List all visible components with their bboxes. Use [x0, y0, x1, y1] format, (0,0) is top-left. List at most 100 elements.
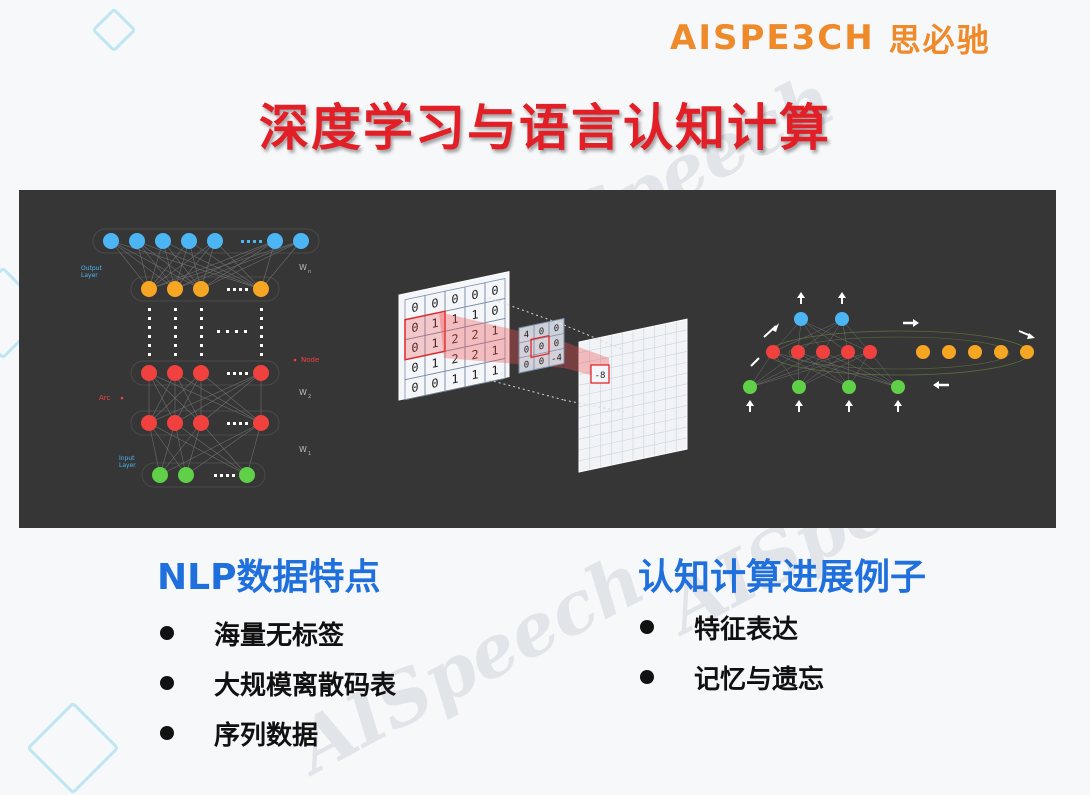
connection-line: [800, 319, 849, 353]
arrow-head-icon: [797, 292, 805, 298]
list-item: 序列数据: [160, 708, 396, 758]
ellipsis-dot: [233, 372, 236, 375]
grid-value: 1: [451, 311, 458, 326]
grid-line: [579, 405, 687, 429]
ellipsis-dot: [259, 240, 262, 243]
weight-label: W: [299, 263, 307, 272]
grid-value: 0: [411, 300, 418, 315]
list-item: 海量无标签: [160, 608, 396, 658]
node: [181, 233, 197, 249]
ellipsis-dot: [200, 344, 203, 347]
output-layer-label: Layer: [81, 272, 98, 279]
ellipsis-dot: [239, 422, 242, 425]
node: [178, 467, 194, 483]
layer-outline: [130, 276, 280, 302]
arrow-head-icon: [795, 400, 803, 406]
recurrent-network-diagram: [743, 292, 1035, 412]
arrow-icon: [763, 325, 777, 338]
cognitive-computing-list: 特征表达 记忆与遗忘: [640, 602, 824, 702]
grid-value: 2: [451, 331, 458, 346]
decorative-diamond: [91, 7, 137, 53]
weight-subscript: 1: [308, 451, 311, 457]
arrow-head-icon: [838, 292, 846, 298]
grid-value: 1: [431, 336, 438, 351]
node: [129, 233, 145, 249]
connection-line: [148, 240, 216, 290]
ellipsis-dot: [148, 326, 151, 329]
ellipsis-dot: [174, 344, 177, 347]
grid-line: [579, 394, 687, 418]
node: [167, 281, 183, 297]
connection-line: [110, 240, 262, 290]
kernel-cell: [548, 348, 565, 367]
grid-cell: [484, 357, 506, 384]
logo-latin-text: AISPE3CH: [670, 18, 875, 58]
projection-line: [563, 324, 625, 351]
node: [253, 365, 269, 381]
ellipsis-dot: [260, 317, 263, 320]
ellipsis-dot: [217, 330, 220, 333]
connection-line: [246, 422, 262, 476]
grid-value: 1: [471, 367, 478, 382]
nlp-data-title: NLP数据特点: [157, 557, 381, 598]
ellipsis-dot: [200, 308, 203, 311]
connection-line: [749, 351, 824, 388]
input-node: [743, 380, 757, 394]
grid-value: 1: [431, 316, 438, 331]
ellipsis-dot: [239, 288, 242, 291]
node: [152, 467, 168, 483]
connection-line: [174, 372, 262, 424]
ellipsis-dot: [233, 288, 236, 291]
ellipsis-dot: [260, 326, 263, 329]
arrow-icon: [750, 357, 760, 367]
grid-value: 0: [471, 287, 478, 302]
list-item: 特征表达: [640, 602, 824, 652]
ellipsis-dot: [233, 422, 236, 425]
kernel-value: 0: [554, 339, 559, 350]
connection-line: [148, 240, 164, 290]
memory-node: [916, 345, 930, 359]
kernel-value: 0: [524, 360, 529, 371]
bullet-icon: [640, 670, 654, 684]
grid-value: 0: [411, 380, 418, 395]
grid-value: 0: [411, 340, 418, 355]
input-node: [842, 380, 856, 394]
node-marker: [293, 358, 297, 362]
output-layer-label: Output: [81, 265, 102, 272]
nlp-data-list: 海量无标签 大规模离散码表 序列数据: [160, 608, 396, 758]
grid-value: 0: [491, 283, 498, 298]
input-node: [792, 380, 806, 394]
output-node: [835, 312, 849, 326]
cognitive-computing-title: 认知计算进展例子: [638, 557, 927, 598]
node-label: Node: [301, 356, 319, 364]
ellipsis-dot: [148, 344, 151, 347]
grid-value: 1: [491, 323, 498, 338]
connection-line: [148, 372, 262, 424]
connection-line: [841, 319, 871, 353]
connection-line: [148, 422, 161, 476]
convolution-diagram: 000000111001221012210011140000000-4-8: [398, 271, 688, 473]
grid-value: 0: [431, 376, 438, 391]
grid-value: 1: [471, 307, 478, 322]
memory-node: [968, 345, 982, 359]
kernel-value: 0: [539, 327, 544, 338]
grid-value: 2: [451, 351, 458, 366]
node: [193, 365, 209, 381]
grid-value: 0: [431, 296, 438, 311]
arrow-icon: [1018, 330, 1032, 337]
input-node: [891, 380, 905, 394]
connection-line: [148, 372, 202, 424]
arrow-head-icon: [845, 400, 853, 406]
slide-title: 深度学习与语言认知计算: [259, 99, 831, 157]
ellipsis-dot: [239, 372, 242, 375]
grid-value: 1: [491, 363, 498, 378]
memory-node: [942, 345, 956, 359]
grid-line: [579, 426, 687, 451]
ellipsis-dot: [200, 353, 203, 356]
node: [167, 415, 183, 431]
result-cell: [590, 364, 610, 384]
ellipsis-dot: [226, 330, 229, 333]
connection-line: [260, 240, 302, 290]
